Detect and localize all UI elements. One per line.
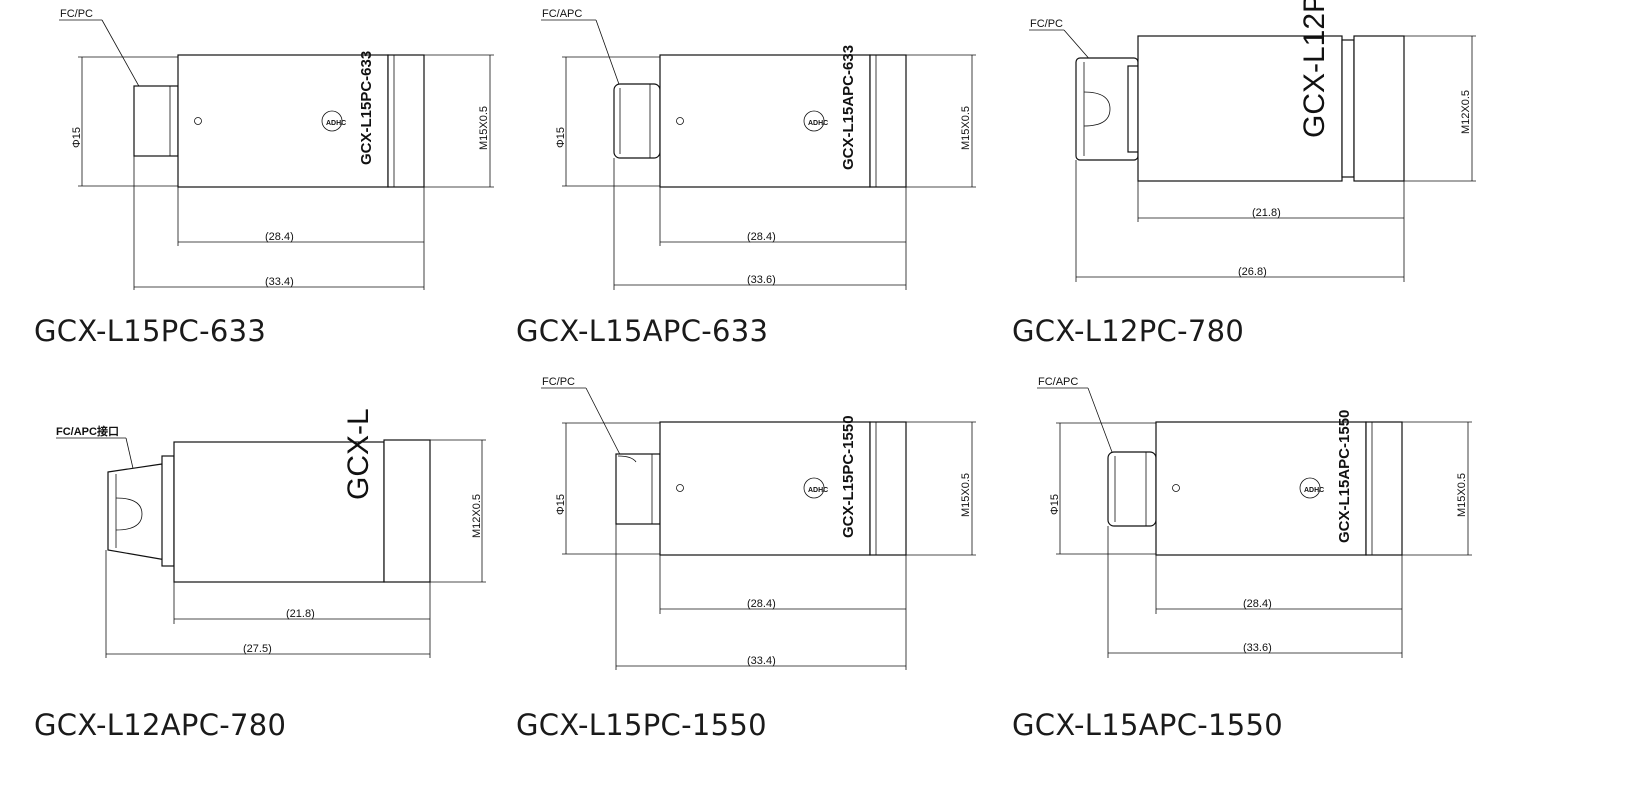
- connector-label: FC/APC: [542, 8, 582, 20]
- adhc-logo-icon: ADHC: [803, 477, 828, 499]
- diameter-label: Φ15: [1049, 494, 1061, 515]
- adhc-logo-icon: ADHC: [1299, 477, 1324, 499]
- technical-drawing: FC/PC Φ15 ADHC GCX-L15PC-633 M15X0.5: [59, 8, 494, 290]
- thread-label: M12X0.5: [471, 494, 483, 538]
- adhc-logo-icon: ADHC: [321, 110, 346, 132]
- diameter-label: Φ15: [555, 494, 567, 515]
- model-name: GCX-L15APC-633: [516, 314, 769, 348]
- inner-dimension: (21.8): [286, 608, 315, 620]
- drawing-gcx-l15pc-633: FC/PC Φ15 ADHC GCX-L15PC-633 M15X0.5: [34, 0, 570, 390]
- thread-label: M15X0.5: [478, 106, 490, 150]
- outer-dimension: (27.5): [243, 643, 272, 655]
- svg-text:ADHC: ADHC: [326, 120, 346, 127]
- technical-drawing: FC/APC接口 GCX-L M12X0.5 (21.8) (27.5): [56, 408, 486, 658]
- connector-label: FC/PC: [542, 376, 575, 388]
- technical-drawing: FC/PC Φ15 ADHC GCX-L15PC-1550 M15X0.5 (2…: [541, 376, 976, 670]
- adhc-logo-icon: ADHC: [803, 110, 828, 132]
- svg-text:ADHC: ADHC: [808, 120, 828, 127]
- outer-dimension: (33.4): [747, 655, 776, 667]
- inner-dimension: (28.4): [265, 231, 294, 243]
- body-engraving: GCX-L15PC-633: [358, 51, 375, 165]
- inner-dimension: (28.4): [1243, 598, 1272, 610]
- outer-dimension: (33.4): [265, 276, 294, 288]
- outer-dimension: (33.6): [747, 274, 776, 286]
- model-name: GCX-L15APC-1550: [1012, 708, 1284, 742]
- inner-dimension: (21.8): [1252, 207, 1281, 219]
- outer-dimension: (26.8): [1238, 266, 1267, 278]
- connector-label: FC/PC: [60, 8, 93, 20]
- body-engraving: GCX-L12P: [1298, 0, 1331, 138]
- svg-text:ADHC: ADHC: [808, 487, 828, 494]
- model-name: GCX-L12PC-780: [1012, 314, 1245, 348]
- thread-label: M12X0.5: [1460, 90, 1472, 134]
- svg-text:ADHC: ADHC: [1304, 487, 1324, 494]
- drawing-gcx-l15apc-633: FC/APC Φ15 ADHC GCX-L15APC-633 M15X0.5 (…: [516, 0, 1052, 390]
- inner-dimension: (28.4): [747, 598, 776, 610]
- drawing-gcx-l12apc-780: FC/APC接口 GCX-L M12X0.5 (21.8) (27.5) GCX…: [34, 390, 570, 780]
- model-name: GCX-L15PC-633: [34, 314, 267, 348]
- drawing-gcx-l15pc-1550: FC/PC Φ15 ADHC GCX-L15PC-1550 M15X0.5 (2…: [516, 370, 1052, 760]
- body-engraving: GCX-L15PC-1550: [840, 415, 857, 538]
- drawing-gcx-l12pc-780: FC/PC GCX-L12P M12X0.5 (21.8) (26.8) GCX…: [1012, 0, 1548, 390]
- technical-drawing: FC/APC Φ15 ADHC GCX-L15APC-1550 M15X0.5 …: [1037, 376, 1472, 658]
- thread-label: M15X0.5: [960, 473, 972, 517]
- body-engraving: GCX-L15APC-1550: [1336, 410, 1353, 543]
- thread-label: M15X0.5: [960, 106, 972, 150]
- drawing-gcx-l15apc-1550: FC/APC Φ15 ADHC GCX-L15APC-1550 M15X0.5 …: [1012, 370, 1548, 760]
- body-engraving: GCX-L: [342, 408, 375, 500]
- technical-drawing: FC/PC GCX-L12P M12X0.5 (21.8) (26.8): [1029, 0, 1476, 282]
- body-engraving: GCX-L15APC-633: [840, 45, 857, 170]
- connector-label: FC/PC: [1030, 18, 1063, 30]
- diameter-label: Φ15: [71, 127, 83, 148]
- thread-label: M15X0.5: [1456, 473, 1468, 517]
- diameter-label: Φ15: [555, 127, 567, 148]
- model-name: GCX-L15PC-1550: [516, 708, 767, 742]
- connector-label: FC/APC: [1038, 376, 1078, 388]
- outer-dimension: (33.6): [1243, 642, 1272, 654]
- model-name: GCX-L12APC-780: [34, 708, 287, 742]
- technical-drawing: FC/APC Φ15 ADHC GCX-L15APC-633 M15X0.5 (…: [541, 8, 976, 290]
- inner-dimension: (28.4): [747, 231, 776, 243]
- connector-label: FC/APC接口: [56, 424, 119, 438]
